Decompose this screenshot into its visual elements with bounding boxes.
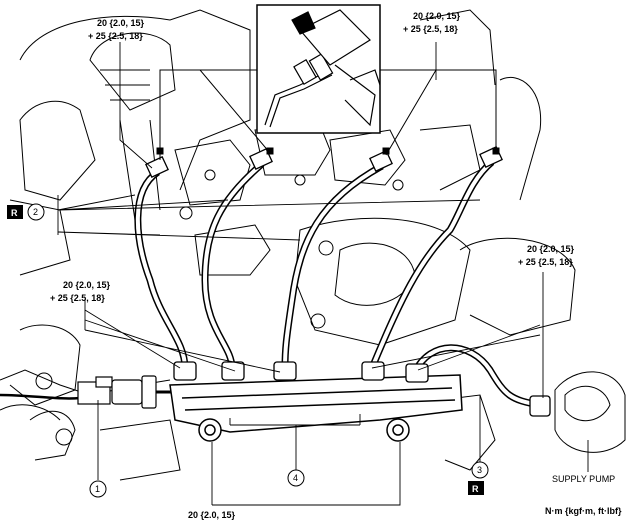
- r-mark-upper: R: [7, 205, 23, 219]
- inset-pointer-lines: [156, 69, 500, 160]
- svg-text:R: R: [11, 208, 18, 218]
- callout-1: 1: [89, 480, 107, 498]
- svg-text:2: 2: [33, 207, 38, 217]
- leader-lines: [57, 42, 589, 506]
- svg-text:3: 3: [477, 465, 482, 475]
- svg-text:R: R: [472, 484, 479, 494]
- common-rail: [169, 374, 463, 442]
- torque-label-top-left: 20 {2.0, 15} + 25 {2.5, 18}: [88, 18, 145, 41]
- torque-label-bottom: 20 {2.0, 15}: [188, 510, 236, 520]
- injection-pipes: [134, 159, 541, 409]
- svg-text:20 {2.0, 15}: 20 {2.0, 15}: [413, 11, 461, 21]
- units-label: N·m {kgf·m, ft·lbf}: [545, 506, 622, 516]
- detail-inset: [256, 4, 381, 134]
- callout-3: 3: [471, 461, 489, 479]
- svg-text:20 {2.0, 15}: 20 {2.0, 15}: [97, 18, 145, 28]
- svg-text:+ 25 {2.5, 18}: + 25 {2.5, 18}: [88, 31, 143, 41]
- svg-text:+ 25 {2.5, 18}: + 25 {2.5, 18}: [403, 24, 458, 34]
- svg-text:+ 25 {2.5, 18}: + 25 {2.5, 18}: [50, 293, 105, 303]
- svg-text:20 {2.0, 15}: 20 {2.0, 15}: [527, 244, 575, 254]
- svg-text:1: 1: [95, 484, 100, 494]
- torque-label-mid-right: 20 {2.0, 15} + 25 {2.5, 18}: [518, 244, 575, 267]
- svg-text:20 {2.0, 15}: 20 {2.0, 15}: [63, 280, 111, 290]
- torque-label-top-right: 20 {2.0, 15} + 25 {2.5, 18}: [403, 11, 461, 34]
- supply-pump-label: SUPPLY PUMP: [552, 474, 615, 484]
- torque-label-mid-left: 20 {2.0, 15} + 25 {2.5, 18}: [50, 280, 111, 303]
- svg-text:4: 4: [293, 473, 298, 483]
- svg-text:+ 25 {2.5, 18}: + 25 {2.5, 18}: [518, 257, 573, 267]
- callout-2: 2: [27, 203, 45, 221]
- callout-4: 4: [287, 469, 305, 487]
- r-mark-lower: R: [468, 481, 484, 495]
- harness-connector: [0, 375, 180, 409]
